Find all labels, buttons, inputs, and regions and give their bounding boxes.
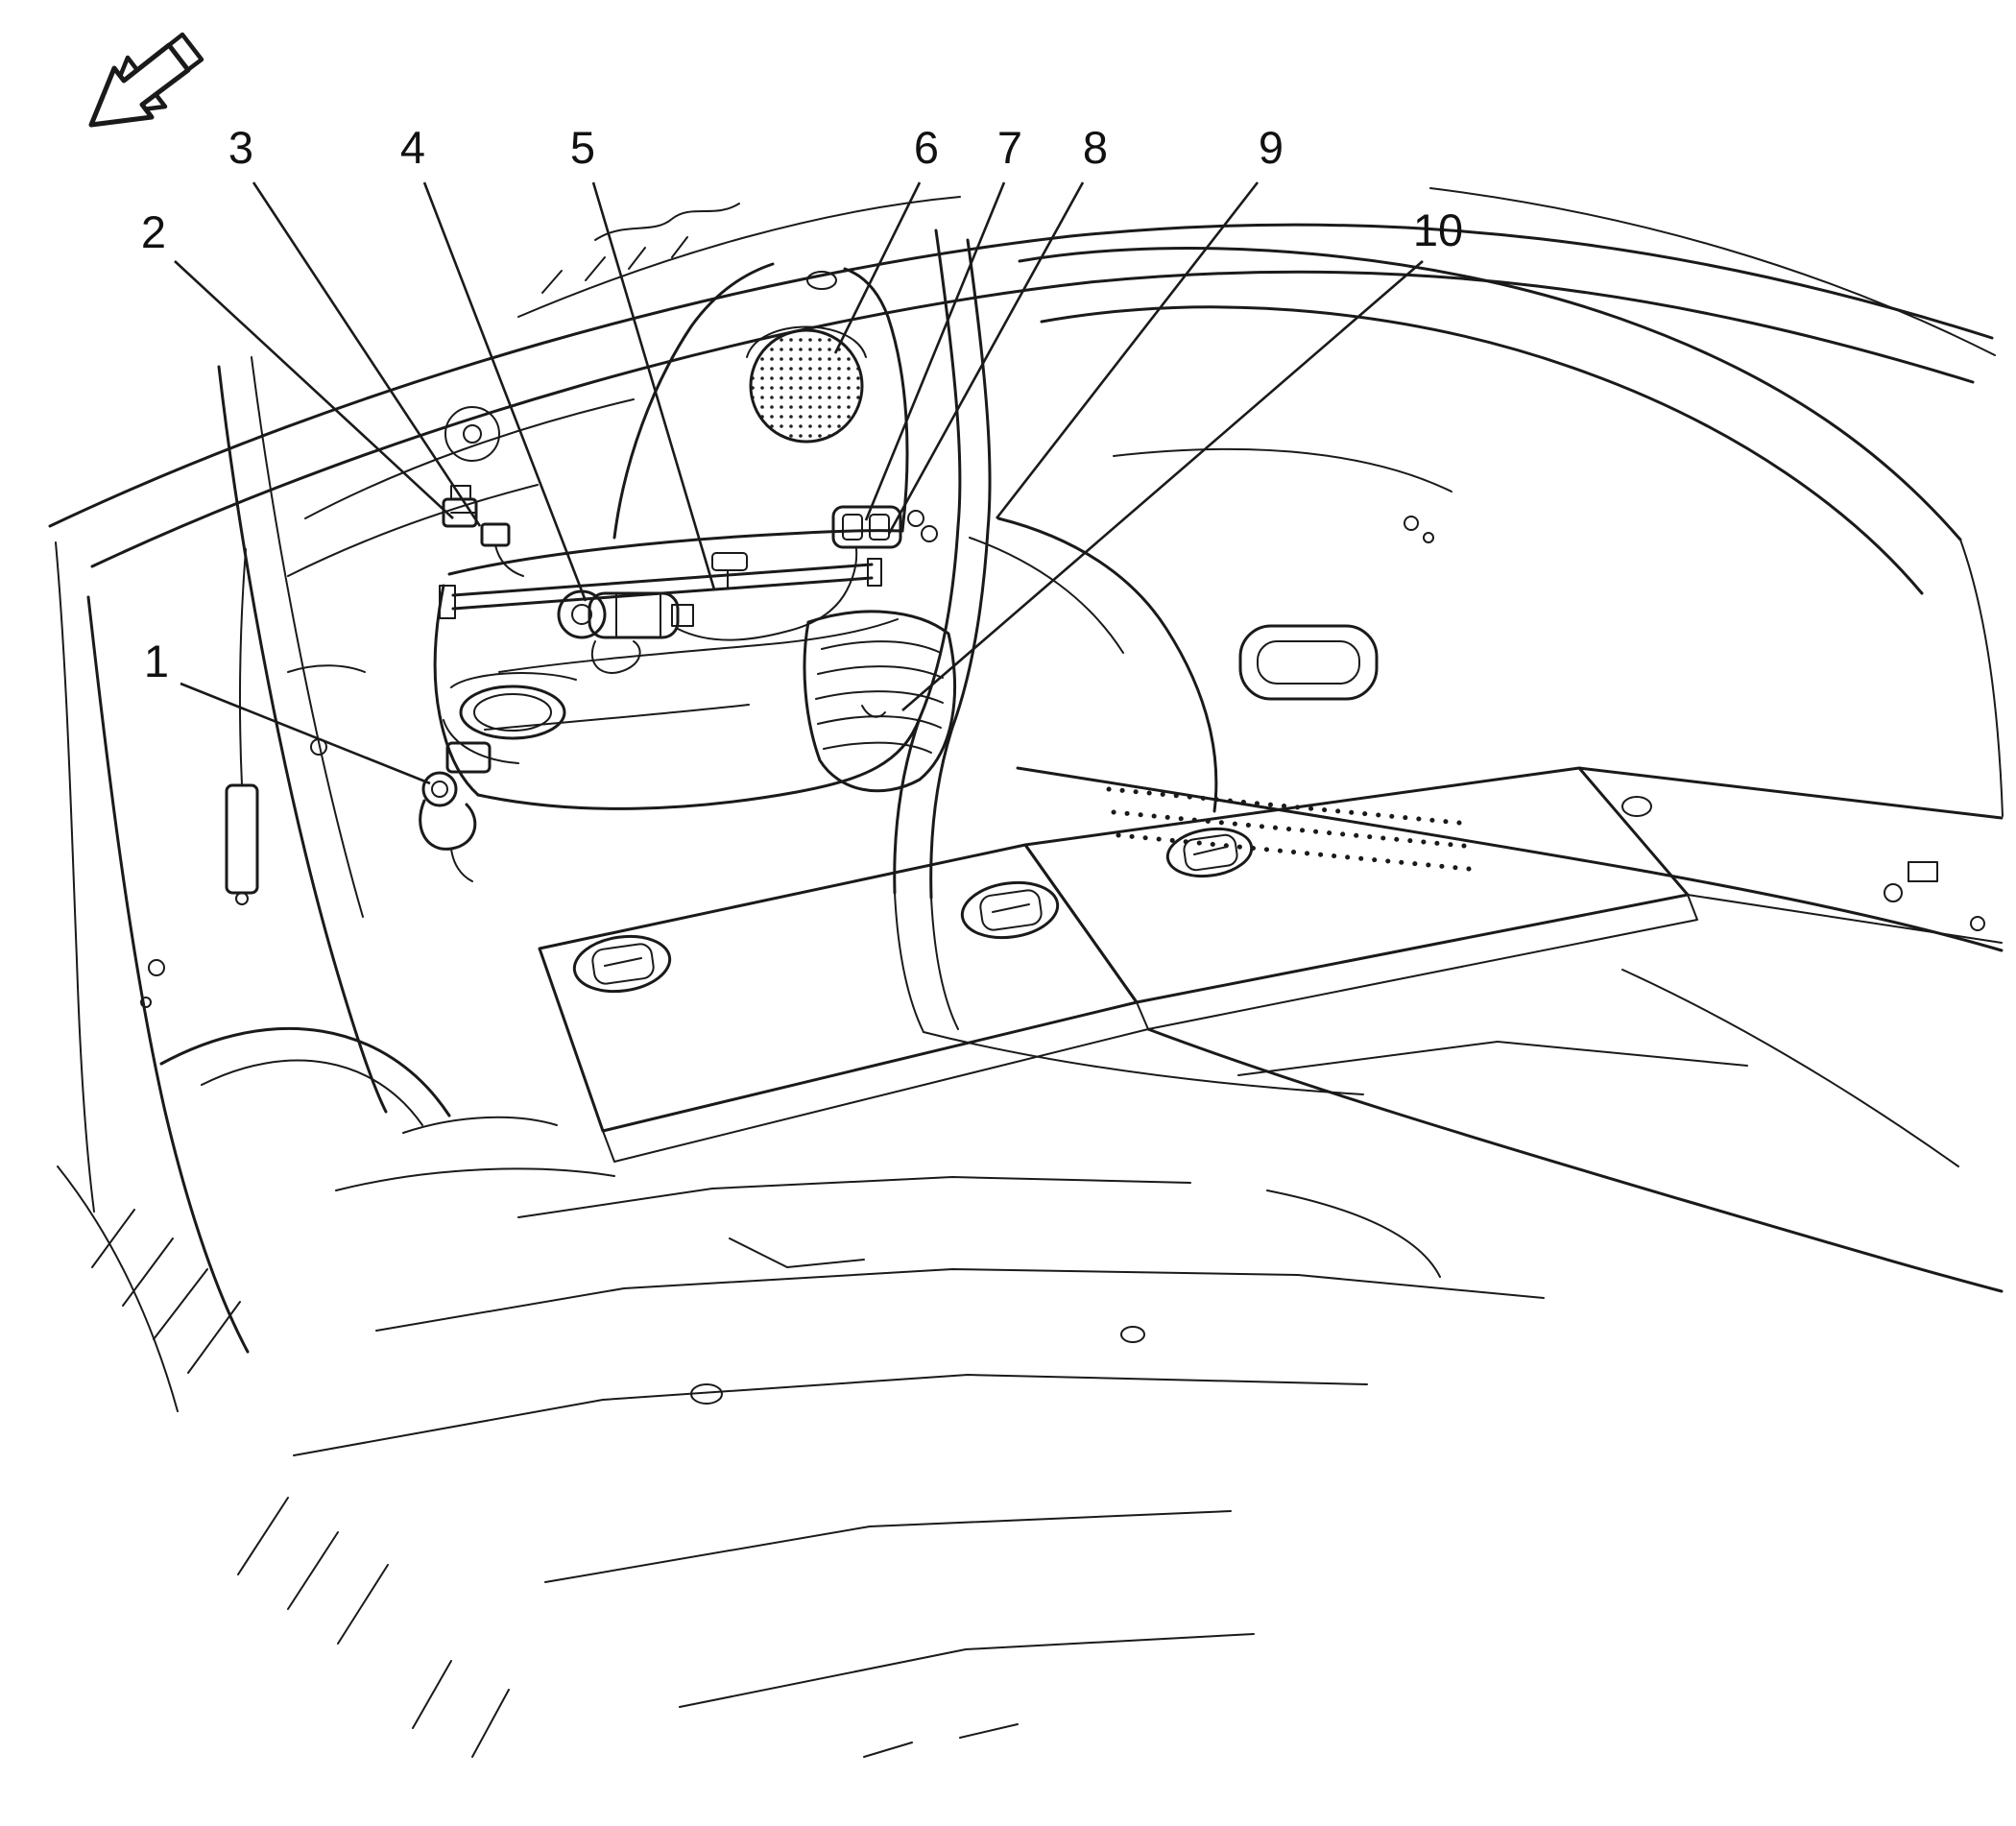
callout-8-label: 8 xyxy=(1083,122,1108,173)
floor-panel-handle xyxy=(1165,827,1254,878)
left-pillar-trim xyxy=(55,356,451,1412)
floor-pan-contours xyxy=(237,969,2004,1758)
callout-5-leader xyxy=(591,181,716,590)
callout-4-leader xyxy=(422,181,588,602)
speaker-grille xyxy=(746,325,867,444)
seatbelt-retractor xyxy=(225,548,259,905)
cargo-anchor xyxy=(419,741,492,882)
callout-1-label: 1 xyxy=(144,636,169,686)
floor-panel-front xyxy=(538,843,1139,1133)
direction-arrow-shadow xyxy=(102,32,204,117)
callout-6-leader xyxy=(833,181,922,354)
floor-panel-rear xyxy=(1023,766,1690,1004)
trim-perforation xyxy=(1106,786,1481,873)
callout-2: 2 xyxy=(141,206,454,519)
liftgate-opening-edge xyxy=(893,228,1364,1095)
callout-10-label: 10 xyxy=(1413,204,1463,255)
callout-9: 9 xyxy=(995,122,1284,519)
connector-clips xyxy=(442,485,524,577)
direction-arrow-icon xyxy=(88,32,204,128)
callout-5: 5 xyxy=(570,122,716,590)
callout-5-label: 5 xyxy=(570,122,595,173)
quarter-trim-panel xyxy=(433,262,922,810)
clip-item-3 xyxy=(480,522,511,547)
callout-8-leader xyxy=(887,181,1085,535)
switch-button-left xyxy=(842,514,863,541)
vent-grille xyxy=(803,610,956,793)
callout-2-leader xyxy=(174,260,454,519)
panel-hole xyxy=(806,271,837,290)
callout-6-label: 6 xyxy=(914,122,939,173)
switch-button-right xyxy=(869,514,890,541)
callout-3-leader xyxy=(252,181,482,527)
grab-handle-recess xyxy=(1238,624,1379,701)
callout-4: 4 xyxy=(400,122,588,602)
cupholder xyxy=(443,672,577,764)
callout-4-label: 4 xyxy=(400,122,425,173)
callout-10: 10 xyxy=(901,204,1463,711)
callout-3: 3 xyxy=(228,122,482,527)
callout-7: 7 xyxy=(864,122,1022,521)
callout-7-label: 7 xyxy=(997,122,1022,173)
callout-6: 6 xyxy=(833,122,939,354)
callout-3-label: 3 xyxy=(228,122,253,173)
callout-9-label: 9 xyxy=(1259,122,1284,173)
callout-10-leader xyxy=(901,260,1424,711)
callout-7-leader xyxy=(864,181,1006,521)
callouts: 1 2 3 4 5 6 7 8 xyxy=(141,122,1463,785)
liftgate-motor xyxy=(557,589,694,639)
callout-8: 8 xyxy=(887,122,1108,535)
direction-arrow-body xyxy=(88,42,191,128)
cargo-floor-panels xyxy=(538,766,2004,1163)
callout-1: 1 xyxy=(144,636,431,785)
right-quarter-window xyxy=(969,247,2004,952)
floor-panel-handle xyxy=(960,880,1060,940)
callout-1-leader xyxy=(180,682,431,785)
callout-9-leader xyxy=(995,181,1260,519)
speaker-grille-dots xyxy=(749,328,864,444)
floor-panel-handle xyxy=(572,934,672,994)
callout-2-label: 2 xyxy=(141,206,166,257)
switch-pod xyxy=(831,505,938,549)
roof-headliner-lines xyxy=(48,187,1996,577)
